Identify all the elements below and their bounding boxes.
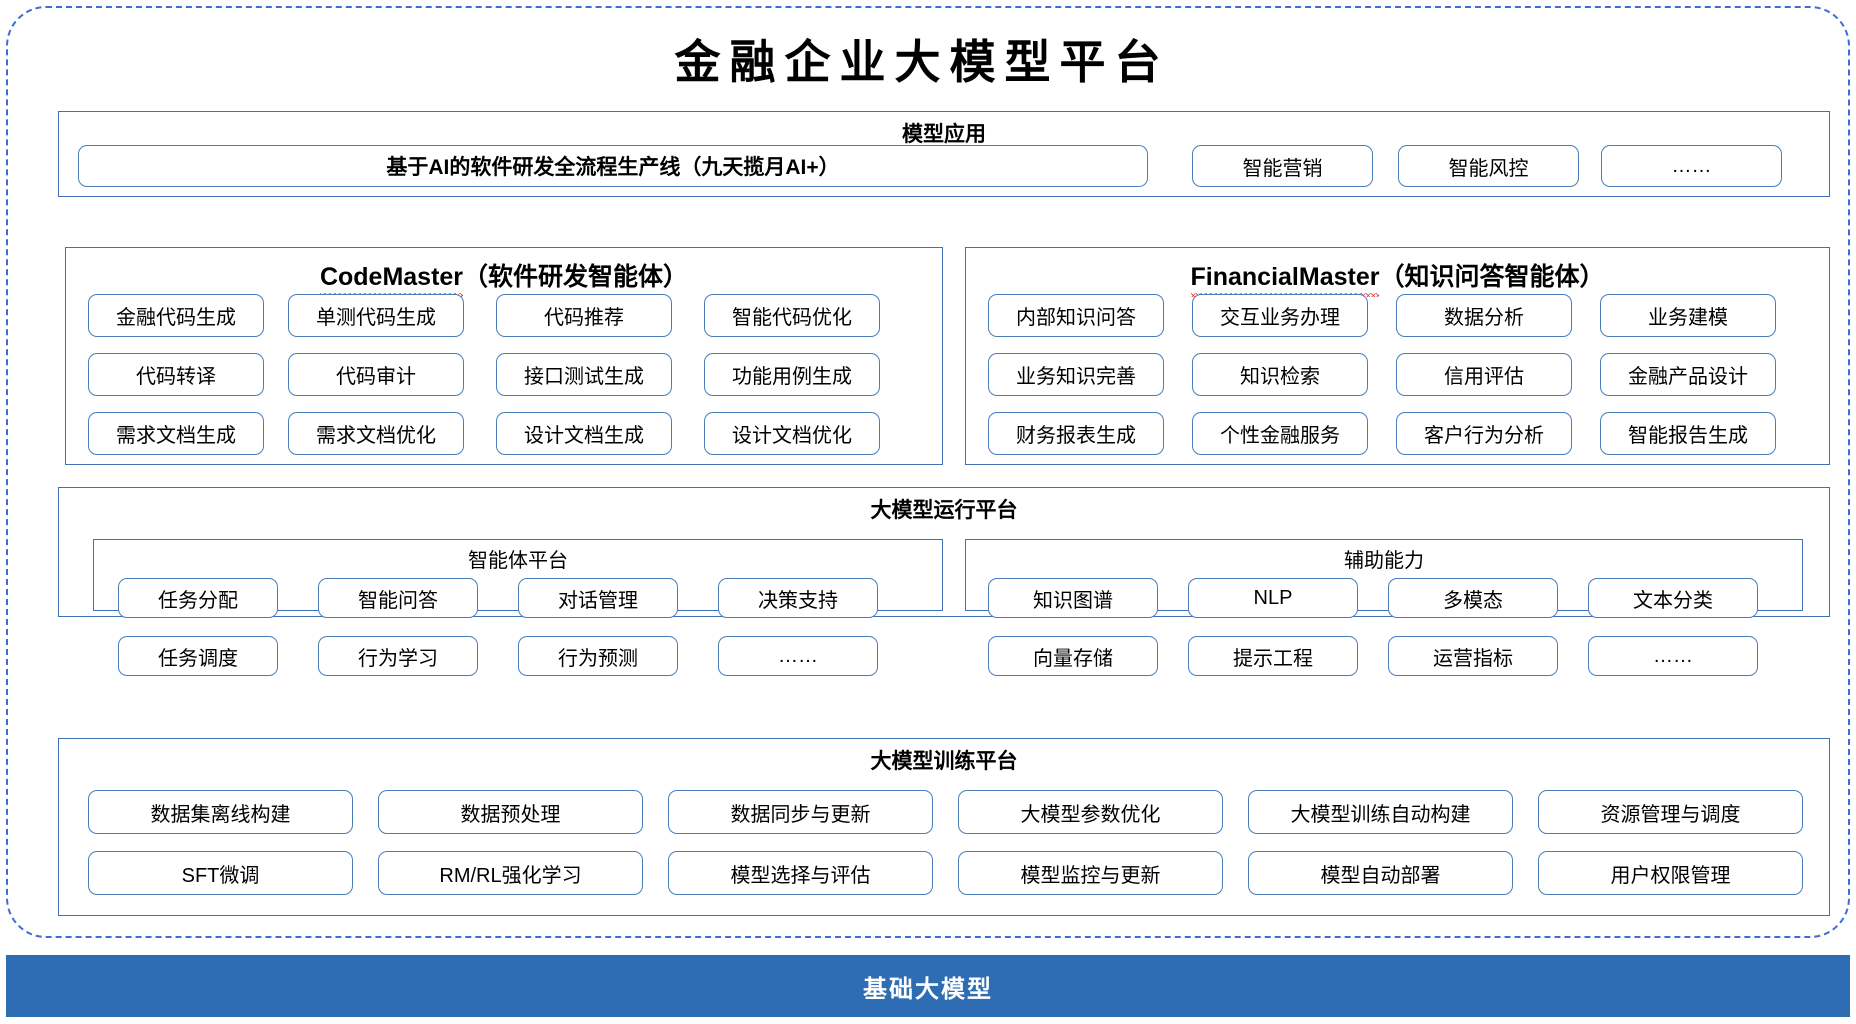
code-master-pill-9[interactable]: 需求文档优化 bbox=[288, 412, 464, 455]
code-master-subtitle: （软件研发智能体） bbox=[463, 263, 689, 291]
financial-master-pill-3[interactable]: 业务建模 bbox=[1600, 294, 1776, 337]
financial-master-pill-6[interactable]: 信用评估 bbox=[1396, 353, 1572, 396]
code-master-name: CodeMaster bbox=[319, 263, 464, 297]
training-pill-1[interactable]: 数据预处理 bbox=[378, 790, 643, 834]
subsection-agent-platform-title: 智能体平台 bbox=[468, 550, 568, 572]
section-code-master-title: CodeMaster（软件研发智能体） bbox=[66, 257, 942, 297]
training-pill-8[interactable]: 模型选择与评估 bbox=[668, 851, 933, 895]
agent-platform-pill-6[interactable]: 行为预测 bbox=[518, 636, 678, 676]
assist-capability-pill-5[interactable]: 提示工程 bbox=[1188, 636, 1358, 676]
financial-master-pill-9[interactable]: 个性金融服务 bbox=[1192, 412, 1368, 455]
assist-capability-pill-6[interactable]: 运营指标 bbox=[1388, 636, 1558, 676]
assist-capability-pill-2[interactable]: 多模态 bbox=[1388, 578, 1558, 618]
financial-master-pill-7[interactable]: 金融产品设计 bbox=[1600, 353, 1776, 396]
code-master-pill-3[interactable]: 智能代码优化 bbox=[704, 294, 880, 337]
code-master-pill-4[interactable]: 代码转译 bbox=[88, 353, 264, 396]
training-pill-10[interactable]: 模型自动部署 bbox=[1248, 851, 1513, 895]
financial-master-pill-8[interactable]: 财务报表生成 bbox=[988, 412, 1164, 455]
agent-platform-pill-4[interactable]: 任务调度 bbox=[118, 636, 278, 676]
financial-master-pill-2[interactable]: 数据分析 bbox=[1396, 294, 1572, 337]
assist-capability-pill-3[interactable]: 文本分类 bbox=[1588, 578, 1758, 618]
section-training-platform: 大模型训练平台 bbox=[58, 738, 1830, 916]
code-master-pill-0[interactable]: 金融代码生成 bbox=[88, 294, 264, 337]
training-pill-6[interactable]: SFT微调 bbox=[88, 851, 353, 895]
financial-master-subtitle: （知识问答智能体） bbox=[1379, 263, 1605, 291]
subsection-assist-capability-title: 辅助能力 bbox=[1344, 550, 1424, 572]
code-master-pill-5[interactable]: 代码审计 bbox=[288, 353, 464, 396]
base-model-bar: 基础大模型 bbox=[6, 955, 1850, 1017]
training-pill-5[interactable]: 资源管理与调度 bbox=[1538, 790, 1803, 834]
agent-platform-pill-1[interactable]: 智能问答 bbox=[318, 578, 478, 618]
agent-platform-pill-5[interactable]: 行为学习 bbox=[318, 636, 478, 676]
section-model-application-title: 模型应用 bbox=[902, 123, 986, 146]
financial-master-name: FinancialMaster bbox=[1190, 263, 1380, 297]
agent-platform-pill-7[interactable]: …… bbox=[718, 636, 878, 676]
agent-platform-pill-2[interactable]: 对话管理 bbox=[518, 578, 678, 618]
assist-capability-pill-1[interactable]: NLP bbox=[1188, 578, 1358, 618]
section-financial-master-title: FinancialMaster（知识问答智能体） bbox=[966, 257, 1829, 297]
app-pill-smart-risk-control[interactable]: 智能风控 bbox=[1398, 145, 1579, 187]
app-pill-more[interactable]: …… bbox=[1601, 145, 1782, 187]
app-pill-smart-marketing[interactable]: 智能营销 bbox=[1192, 145, 1373, 187]
app-pill-ai-pipeline[interactable]: 基于AI的软件研发全流程生产线（九天揽月AI+） bbox=[78, 145, 1148, 187]
training-pill-9[interactable]: 模型监控与更新 bbox=[958, 851, 1223, 895]
assist-capability-pill-7[interactable]: …… bbox=[1588, 636, 1758, 676]
code-master-pill-11[interactable]: 设计文档优化 bbox=[704, 412, 880, 455]
training-pill-11[interactable]: 用户权限管理 bbox=[1538, 851, 1803, 895]
code-master-pill-10[interactable]: 设计文档生成 bbox=[496, 412, 672, 455]
assist-capability-pill-4[interactable]: 向量存储 bbox=[988, 636, 1158, 676]
financial-master-pill-0[interactable]: 内部知识问答 bbox=[988, 294, 1164, 337]
base-model-label: 基础大模型 bbox=[863, 975, 993, 1003]
code-master-pill-8[interactable]: 需求文档生成 bbox=[88, 412, 264, 455]
financial-master-pill-11[interactable]: 智能报告生成 bbox=[1600, 412, 1776, 455]
training-pill-7[interactable]: RM/RL强化学习 bbox=[378, 851, 643, 895]
section-runtime-platform-title: 大模型运行平台 bbox=[870, 499, 1018, 522]
training-pill-0[interactable]: 数据集离线构建 bbox=[88, 790, 353, 834]
page-title: 金融企业大模型平台 bbox=[674, 35, 1170, 89]
code-master-pill-7[interactable]: 功能用例生成 bbox=[704, 353, 880, 396]
financial-master-pill-1[interactable]: 交互业务办理 bbox=[1192, 294, 1368, 337]
training-pill-3[interactable]: 大模型参数优化 bbox=[958, 790, 1223, 834]
agent-platform-pill-3[interactable]: 决策支持 bbox=[718, 578, 878, 618]
financial-master-pill-10[interactable]: 客户行为分析 bbox=[1396, 412, 1572, 455]
section-training-platform-title: 大模型训练平台 bbox=[870, 750, 1018, 773]
training-pill-2[interactable]: 数据同步与更新 bbox=[668, 790, 933, 834]
code-master-pill-2[interactable]: 代码推荐 bbox=[496, 294, 672, 337]
financial-master-pill-5[interactable]: 知识检索 bbox=[1192, 353, 1368, 396]
financial-master-pill-4[interactable]: 业务知识完善 bbox=[988, 353, 1164, 396]
training-pill-4[interactable]: 大模型训练自动构建 bbox=[1248, 790, 1513, 834]
assist-capability-pill-0[interactable]: 知识图谱 bbox=[988, 578, 1158, 618]
code-master-pill-6[interactable]: 接口测试生成 bbox=[496, 353, 672, 396]
agent-platform-pill-0[interactable]: 任务分配 bbox=[118, 578, 278, 618]
code-master-pill-1[interactable]: 单测代码生成 bbox=[288, 294, 464, 337]
